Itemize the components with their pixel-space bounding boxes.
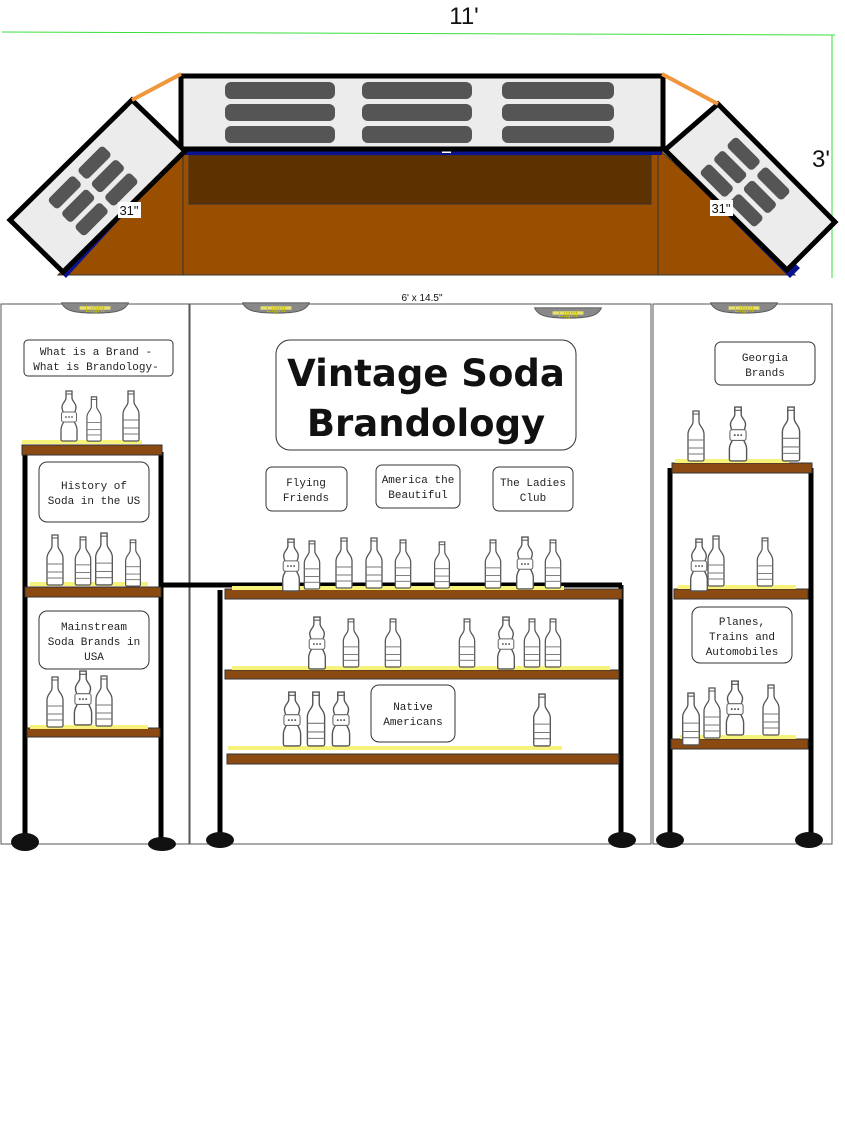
left-panel xyxy=(0,303,190,845)
svg-text:America the: America the xyxy=(382,475,455,487)
title-line-2: Brandology xyxy=(307,402,545,445)
title-line-1: Vintage Soda xyxy=(287,352,565,395)
light-fixture-icon: Light xyxy=(242,302,310,314)
center-panel-slots xyxy=(225,82,614,143)
light-fixture-icon: Light xyxy=(710,302,778,314)
height-label: 3' xyxy=(812,146,830,173)
booth-elevation-view: 6' x 14.5" Light Light Light Light xyxy=(0,293,833,851)
svg-text:What is Brandology-: What is Brandology- xyxy=(33,362,158,374)
svg-text:USA: USA xyxy=(84,652,104,664)
width-dimension-line xyxy=(1,31,836,36)
svg-text:The Ladies: The Ladies xyxy=(500,478,566,490)
svg-text:Native: Native xyxy=(393,702,433,714)
left-panel-label: 31" xyxy=(119,203,138,218)
topic-flying-friends: Flying Friends xyxy=(265,466,348,512)
svg-text:Brands: Brands xyxy=(745,368,785,380)
right-wing-panel: 31" xyxy=(661,72,839,274)
svg-text:Georgia: Georgia xyxy=(742,353,789,365)
right-panel xyxy=(652,303,833,845)
light-fixture-icon: Light xyxy=(61,302,129,314)
svg-text:Soda Brands in: Soda Brands in xyxy=(48,637,140,649)
right-panel-label: 31" xyxy=(711,201,730,216)
svg-text:Light: Light xyxy=(85,304,105,314)
topic-georgia-brands: Georgia Brands xyxy=(714,341,816,386)
booth-3d-view: 11' 3' xyxy=(1,3,839,278)
center-size-label: 6' x 14.5" xyxy=(401,293,442,304)
counter-top-inset xyxy=(188,154,652,205)
svg-text:Beautiful: Beautiful xyxy=(388,490,447,502)
topic-native-americans: Native Americans xyxy=(370,684,456,743)
topic-ladies-club: The Ladies Club xyxy=(492,466,574,512)
svg-text:What is a Brand -: What is a Brand - xyxy=(40,347,152,359)
svg-text:Flying: Flying xyxy=(286,478,326,490)
topic-history: History of Soda in the US xyxy=(38,461,150,523)
svg-text:Light: Light xyxy=(734,304,754,314)
svg-text:Automobiles: Automobiles xyxy=(706,647,779,659)
svg-text:Club: Club xyxy=(520,493,546,505)
light-fixture-icon: Light xyxy=(534,307,602,319)
svg-text:Trains and: Trains and xyxy=(709,632,775,644)
title-sign: Vintage Soda Brandology xyxy=(275,339,577,451)
svg-text:Mainstream: Mainstream xyxy=(61,622,127,634)
width-label: 11' xyxy=(449,3,479,30)
topic-mainstream: Mainstream Soda Brands in USA xyxy=(38,610,150,670)
topic-planes-trains: Planes, Trains and Automobiles xyxy=(691,606,793,664)
svg-text:Light: Light xyxy=(558,309,578,319)
svg-text:Friends: Friends xyxy=(283,493,329,505)
topic-america: America the Beautiful xyxy=(375,464,461,509)
svg-text:Americans: Americans xyxy=(383,717,442,729)
svg-text:Planes,: Planes, xyxy=(719,617,765,629)
left-wing-panel: 31" xyxy=(6,72,189,276)
svg-text:History of: History of xyxy=(61,481,127,493)
svg-text:Soda in the US: Soda in the US xyxy=(48,496,141,508)
svg-text:Light: Light xyxy=(266,304,286,314)
topic-what-is-brand: What is a Brand - What is Brandology- xyxy=(23,339,174,377)
